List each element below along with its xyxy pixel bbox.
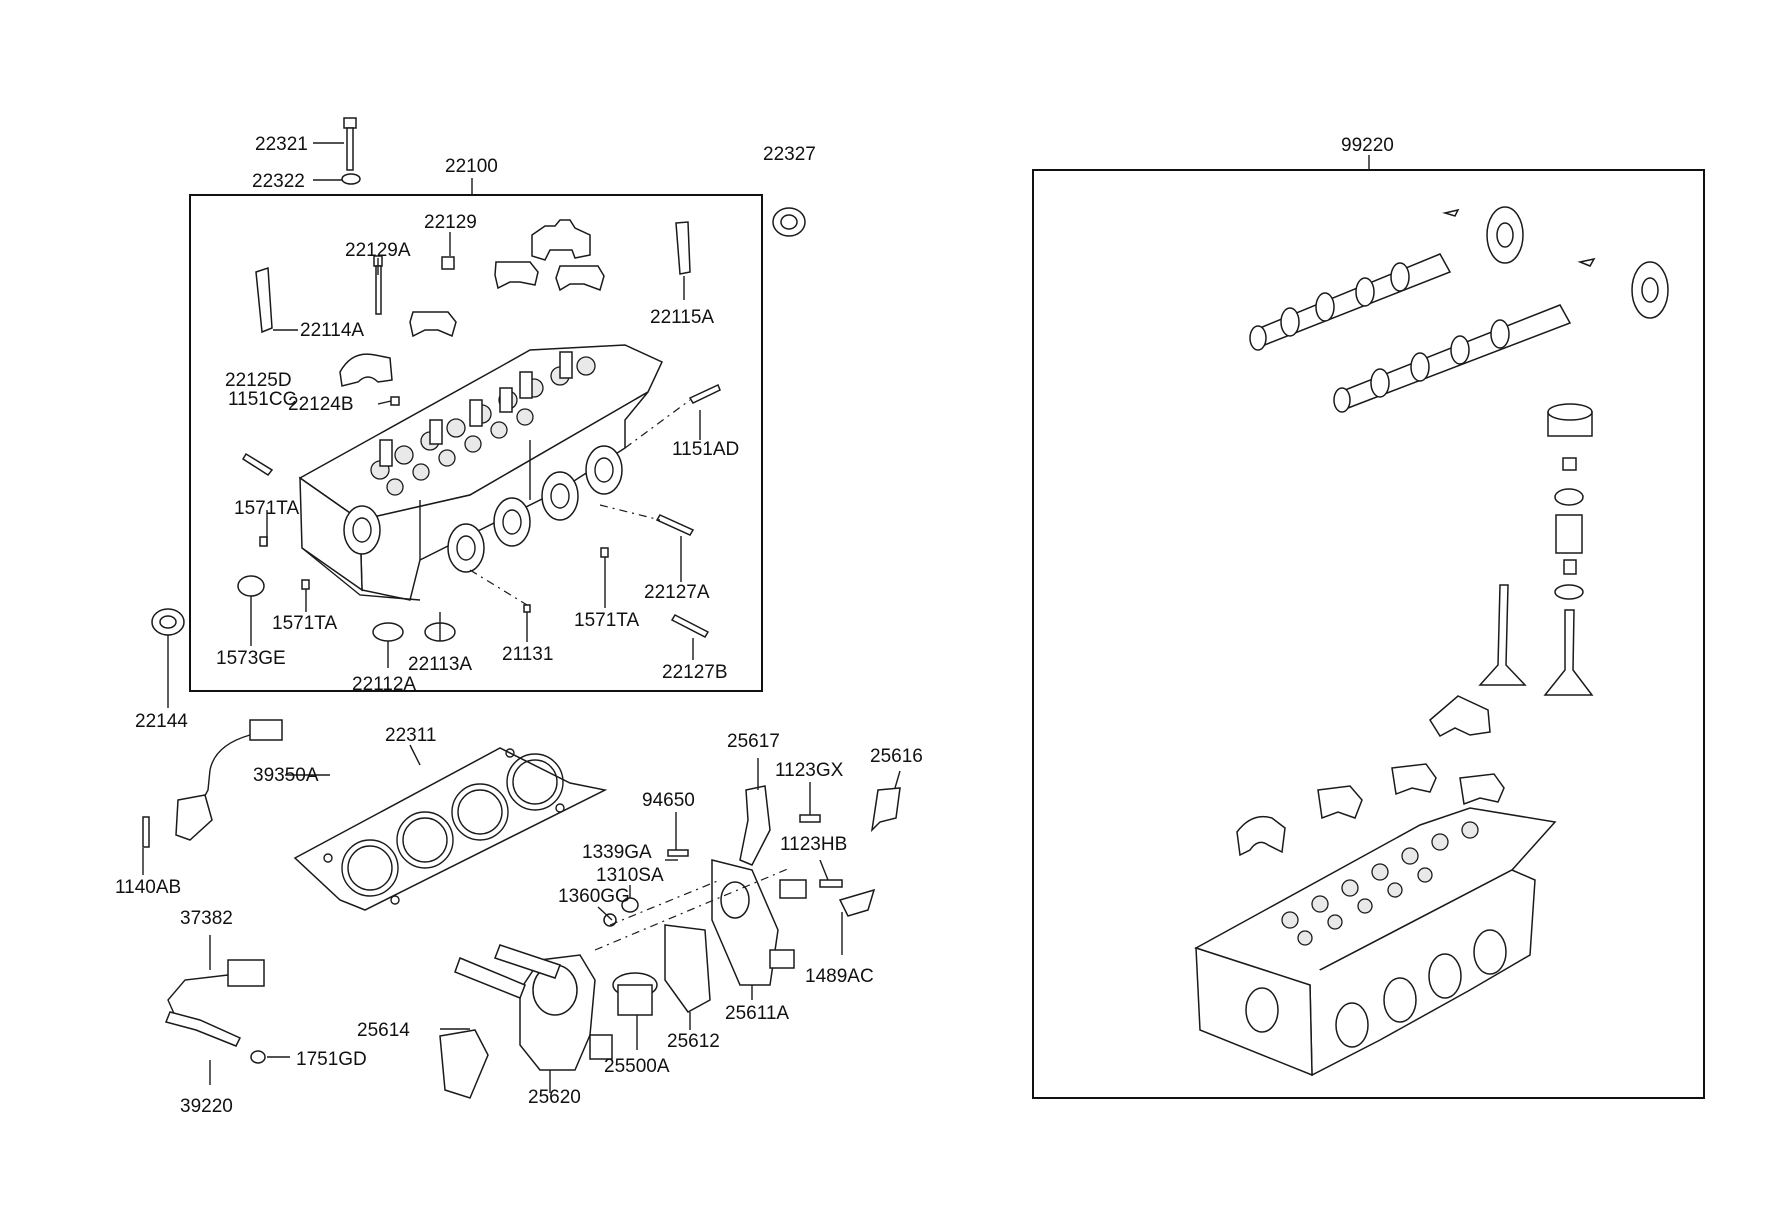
label-22127B: 22127B <box>662 662 728 683</box>
cam-cap-parts <box>339 219 605 387</box>
label-1571TA-b: 1571TA <box>272 613 337 634</box>
label-37382: 37382 <box>180 908 233 929</box>
cam-sprockets <box>1442 206 1669 319</box>
label-1573GE: 1573GE <box>216 648 286 669</box>
sensor-39350A <box>142 719 283 848</box>
label-1360GG: 1360GG <box>558 886 630 907</box>
part-number-labels: 22321 22322 22100 22327 22129 22129A 221… <box>115 134 1394 1117</box>
leader-lines-left <box>167 142 701 708</box>
label-22127A: 22127A <box>644 582 710 603</box>
cylinder-head-assembly-frame <box>189 194 763 692</box>
label-1151AD: 1151AD <box>672 439 739 460</box>
label-25614: 25614 <box>357 1020 410 1041</box>
label-25500A: 25500A <box>604 1056 670 1077</box>
label-22311: 22311 <box>385 725 436 746</box>
label-1751GD: 1751GD <box>296 1049 367 1070</box>
label-22144: 22144 <box>135 711 188 732</box>
cylinder-head-drawing <box>298 344 663 601</box>
label-1571TA-a: 1571TA <box>234 498 299 519</box>
label-1140AB: 1140AB <box>115 877 181 898</box>
label-22124B: 22124B <box>288 394 354 415</box>
label-22321: 22321 <box>255 134 308 155</box>
label-25611A: 25611A <box>725 1003 789 1024</box>
camshaft-drawings <box>1249 253 1572 413</box>
thermostat-housing-parts <box>439 785 901 1099</box>
label-99220: 99220 <box>1341 135 1394 156</box>
head-gasket <box>293 747 608 911</box>
label-22115A: 22115A <box>650 307 714 328</box>
leader-lines-lower <box>142 744 901 1093</box>
sub-assy-cam-caps <box>1236 695 1505 857</box>
label-1339GA: 1339GA <box>582 842 652 863</box>
label-1123GX: 1123GX <box>775 760 844 781</box>
label-22113A: 22113A <box>408 654 472 675</box>
sensor-39220 <box>164 959 266 1064</box>
label-1310SA: 1310SA <box>596 865 664 886</box>
label-1489AC: 1489AC <box>805 966 874 987</box>
label-39220: 39220 <box>180 1096 233 1117</box>
small-hardware-parts <box>151 117 806 642</box>
label-39350A: 39350A <box>253 765 319 786</box>
assembly-dash-lines-lower <box>594 867 791 951</box>
label-22114A: 22114A <box>300 320 364 341</box>
label-22129: 22129 <box>424 212 477 233</box>
label-25612: 25612 <box>667 1031 720 1052</box>
label-22322: 22322 <box>252 171 305 192</box>
label-22327: 22327 <box>763 144 816 165</box>
valve-train-drawings <box>1478 403 1594 696</box>
label-21131: 21131 <box>502 644 553 665</box>
label-25617: 25617 <box>727 731 780 752</box>
assembly-dash-lines-left <box>469 399 691 606</box>
label-22129A: 22129A <box>345 240 411 261</box>
label-22112A: 22112A <box>352 674 416 695</box>
label-1571TA-c: 1571TA <box>574 610 639 631</box>
sub-assy-cylinder-head <box>1194 807 1557 1077</box>
label-25616: 25616 <box>870 746 923 767</box>
label-22100: 22100 <box>445 156 498 177</box>
label-94650: 94650 <box>642 790 695 811</box>
label-1151CC: 1151CC <box>228 389 296 410</box>
label-22125D: 22125D <box>225 370 292 391</box>
label-1123HB: 1123HB <box>780 834 847 855</box>
label-25620: 25620 <box>528 1087 581 1108</box>
